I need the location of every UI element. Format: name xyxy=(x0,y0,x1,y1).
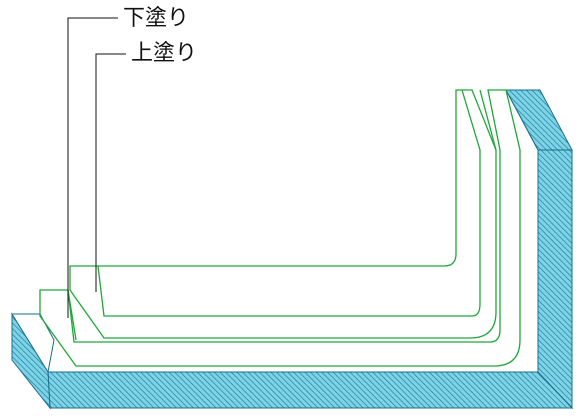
undercoat-inner-edge xyxy=(67,289,77,341)
undercoat-leader-line xyxy=(67,17,118,318)
substrate xyxy=(11,89,574,410)
substrate-vertical-inner-edge xyxy=(505,89,539,372)
substrate-vertical-side-face xyxy=(537,149,573,410)
substrate-vertical-top-face xyxy=(505,89,573,151)
topcoat-inner-return xyxy=(479,89,497,151)
substrate-left-top-edge xyxy=(11,313,55,374)
topcoat-outer-edge xyxy=(69,89,497,339)
topcoat-label: 上塗り xyxy=(131,41,198,66)
topcoat-layer xyxy=(69,89,497,339)
substrate-bottom-front-face xyxy=(47,371,574,409)
topcoat-leader-line xyxy=(95,53,126,292)
topcoat-step-edge xyxy=(97,89,481,317)
leader-lines xyxy=(67,17,126,318)
undercoat-label: 下塗り xyxy=(123,6,190,31)
undercoat-layer xyxy=(39,89,521,367)
undercoat-outer-edge xyxy=(39,89,521,367)
